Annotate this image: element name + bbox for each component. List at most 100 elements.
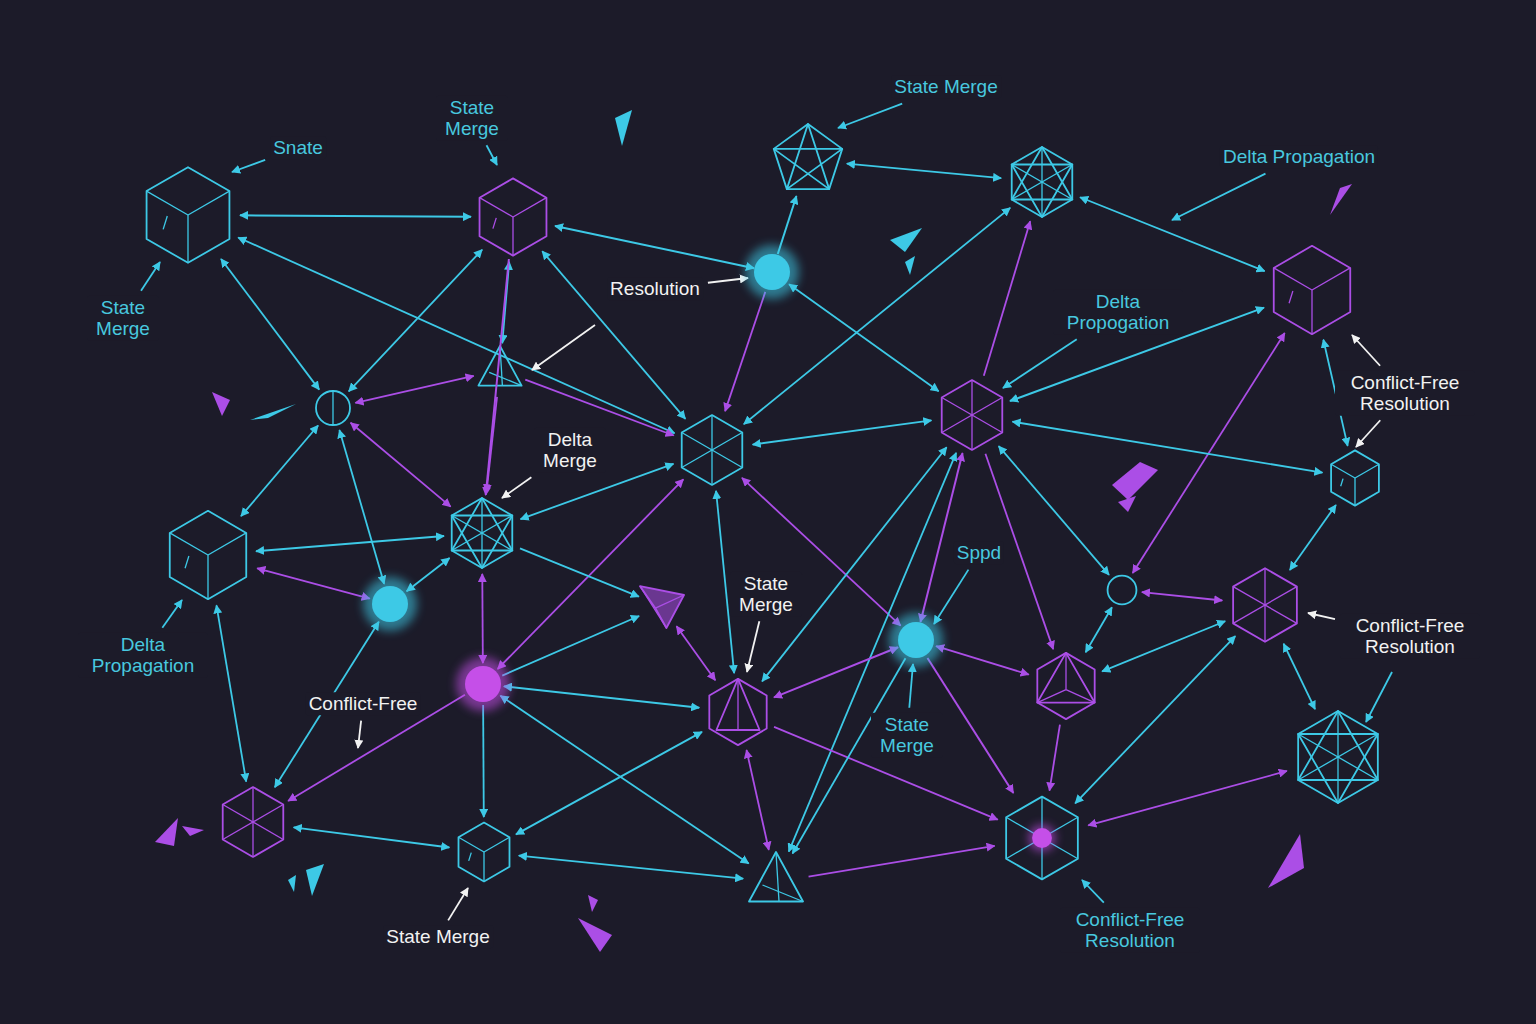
background-shapes <box>223 147 1379 901</box>
network-node: Delta Propagation <box>160 507 256 603</box>
shape-outline <box>1037 653 1094 703</box>
shape-outline <box>749 852 803 902</box>
background-link <box>984 221 1030 375</box>
shape-outline <box>640 586 684 628</box>
network-shape <box>1037 653 1094 719</box>
background-link <box>1088 771 1287 825</box>
leader-arrow <box>487 145 497 165</box>
background-link <box>241 426 318 517</box>
node-shape <box>934 377 1010 453</box>
shape-line <box>1012 165 1073 200</box>
node-shape <box>898 622 934 658</box>
shape-line <box>512 217 513 256</box>
node-glow <box>1029 825 1056 852</box>
shape-outline <box>1006 797 1078 880</box>
node-shape <box>136 163 240 267</box>
shape-line <box>1274 268 1312 290</box>
background-link <box>520 548 639 596</box>
network-shape <box>456 657 510 711</box>
shape-outline <box>1012 147 1073 217</box>
shape-line <box>1354 478 1355 506</box>
shape-line <box>1065 653 1066 690</box>
network-shape <box>316 391 350 425</box>
background-link <box>481 574 483 663</box>
background-link <box>351 423 451 507</box>
link-connector <box>240 215 471 216</box>
shape-line <box>452 516 513 551</box>
background-link <box>762 447 946 681</box>
shape-line <box>188 191 229 215</box>
background-link <box>1102 621 1225 671</box>
leader-arrow <box>934 570 968 624</box>
shape-line <box>207 555 208 599</box>
node-glow <box>745 245 799 299</box>
network-shape <box>1298 711 1378 803</box>
shape-line <box>223 805 284 840</box>
network-shape <box>1108 576 1137 605</box>
link-connector <box>256 536 444 551</box>
leader-arrow <box>1082 880 1104 903</box>
link-connector <box>778 196 797 254</box>
network-node: Delta Propogation <box>934 377 1010 453</box>
shape-line <box>1037 690 1066 703</box>
node-dot <box>898 622 934 658</box>
node-glow <box>456 657 510 711</box>
node-shape <box>471 175 555 259</box>
background-links <box>216 164 1347 879</box>
shape-line <box>484 837 509 852</box>
network-shape <box>363 577 417 631</box>
node-shape <box>1264 242 1360 338</box>
background-link <box>1290 505 1336 570</box>
shape-line <box>185 556 189 568</box>
leader-arrow <box>1366 672 1392 722</box>
link-connector <box>920 453 962 622</box>
shape-outline <box>1274 246 1350 334</box>
shape-line <box>1233 587 1297 624</box>
callout-label: State Merge <box>730 572 802 617</box>
graphic-part <box>1233 568 1297 642</box>
background-link <box>677 626 716 680</box>
shard <box>615 110 632 146</box>
network-shape <box>682 415 743 485</box>
graphic-part <box>1006 797 1078 880</box>
shape-line <box>163 216 167 229</box>
shape-outline <box>774 124 842 189</box>
shape-line <box>459 837 484 852</box>
network-node: State Merge <box>452 820 516 884</box>
shard <box>578 918 612 952</box>
graphic-part <box>942 380 1003 450</box>
graphic-part <box>480 178 547 255</box>
node-shape <box>702 676 774 748</box>
node-shape <box>444 495 520 571</box>
callout-label: State Merge <box>436 96 508 141</box>
background-link <box>504 686 699 707</box>
node-shape <box>160 507 256 603</box>
graphic-part <box>147 167 230 263</box>
leader-arrow <box>747 621 759 672</box>
background-link <box>339 430 384 584</box>
shape-outline <box>942 380 1003 450</box>
shape-outline <box>1298 711 1378 803</box>
shard <box>905 256 915 275</box>
shape-line <box>187 215 188 263</box>
shape-line <box>1311 290 1312 334</box>
callout-label: Conflict-Free Resolution <box>1335 371 1475 416</box>
node-glow <box>363 577 417 631</box>
shape-line <box>147 191 188 215</box>
leader-arrow <box>232 160 265 172</box>
shape-line <box>1331 464 1355 478</box>
background-link <box>238 238 674 434</box>
leader-arrow <box>162 600 182 628</box>
node-ring <box>1108 576 1137 605</box>
graphic-part <box>745 245 799 299</box>
background-link <box>500 696 748 864</box>
background-link <box>1049 725 1059 791</box>
shape-line <box>640 586 666 628</box>
background-link <box>355 376 473 403</box>
callout-label: State Merge <box>891 75 1001 98</box>
shape-line <box>480 198 513 217</box>
background-link <box>1086 607 1112 652</box>
shape-line <box>1066 690 1095 703</box>
background-link <box>847 164 1001 179</box>
node-shape <box>452 820 516 884</box>
